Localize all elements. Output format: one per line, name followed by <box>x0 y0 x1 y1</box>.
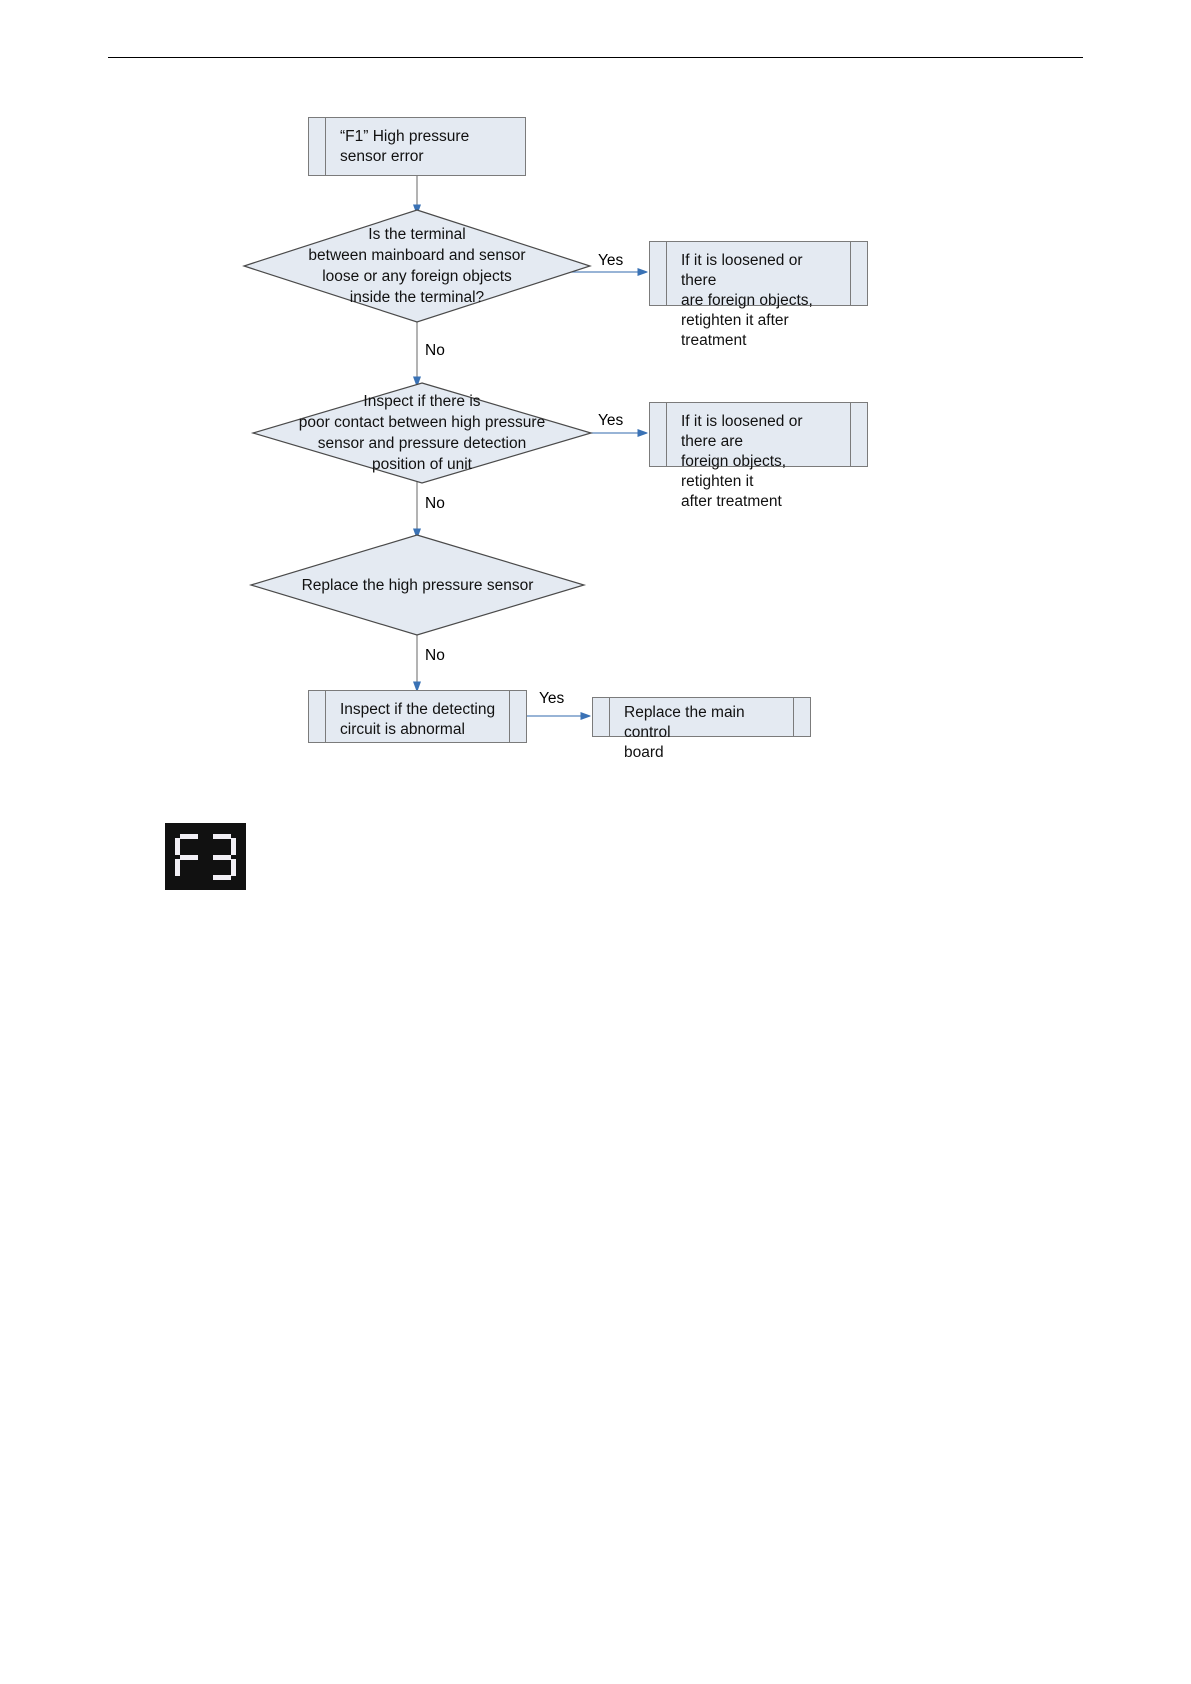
box-left-gutter <box>309 691 326 742</box>
edge-label-d1-no: No <box>425 342 445 359</box>
node-replace-high-pressure-sensor[interactable]: Replace the high pressure sensor <box>248 534 587 636</box>
node-label: Inspect if the detecting circuit is abno… <box>340 701 496 738</box>
segment-c <box>198 859 203 876</box>
segment-b <box>231 837 236 855</box>
box-left-gutter <box>309 118 326 175</box>
seven-segment-digit-2 <box>208 833 236 880</box>
diamond-shape <box>250 382 594 484</box>
flowchart-connectors <box>0 176 1191 820</box>
box-right-gutter <box>793 698 810 736</box>
segment-g <box>213 854 231 860</box>
node-label: If it is loosened or there are foreign o… <box>681 252 813 349</box>
segment-a <box>213 833 231 839</box>
node-detecting-circuit-check[interactable]: Inspect if the detecting circuit is abno… <box>308 690 527 743</box>
node-label: If it is loosened or there are foreign o… <box>681 413 803 510</box>
seven-segment-digit-1 <box>175 833 203 880</box>
flowchart-f1-high-pressure-sensor-error: “F1” High pressure sensor error Is the t… <box>0 0 1191 820</box>
edge-label-d2-no: No <box>425 495 445 512</box>
node-retighten-terminal[interactable]: If it is loosened or there are foreign o… <box>649 241 868 349</box>
box-left-gutter <box>650 242 667 305</box>
edge-label-d2-yes: Yes <box>598 412 624 429</box>
edge-label-d4-yes: Yes <box>539 690 565 707</box>
segment-g <box>180 854 198 860</box>
segment-f <box>208 838 213 855</box>
segment-d <box>180 875 198 880</box>
segment-b <box>198 838 203 855</box>
node-label: “F1” High pressure sensor error <box>340 128 470 165</box>
node-replace-main-control-board[interactable]: Replace the main control board <box>592 697 811 761</box>
error-code-display <box>165 823 246 890</box>
node-f1-high-pressure-sensor-error[interactable]: “F1” High pressure sensor error <box>308 117 526 176</box>
node-terminal-loose-check[interactable]: Is the terminal between mainboard and se… <box>242 209 592 323</box>
edge-label-d1-yes: Yes <box>598 252 624 269</box>
segment-c <box>231 858 236 876</box>
diamond-shape <box>248 534 587 636</box>
box-right-gutter <box>509 691 526 742</box>
box-left-gutter <box>593 698 610 736</box>
segment-d <box>213 874 231 880</box>
edge-label-d3-no: No <box>425 647 445 664</box>
box-left-gutter <box>650 403 667 466</box>
node-poor-contact-check[interactable]: Inspect if there is poor contact between… <box>250 382 594 484</box>
segment-e <box>175 858 180 876</box>
box-right-gutter <box>850 403 867 466</box>
segment-e <box>208 859 213 876</box>
node-label: Replace the main control board <box>624 704 745 761</box>
node-retighten-sensor[interactable]: If it is loosened or there are foreign o… <box>649 402 868 510</box>
page-header-rule <box>108 57 1083 58</box>
segment-a <box>180 833 198 839</box>
segment-f <box>175 837 180 855</box>
diamond-shape <box>242 209 592 323</box>
box-right-gutter <box>850 242 867 305</box>
